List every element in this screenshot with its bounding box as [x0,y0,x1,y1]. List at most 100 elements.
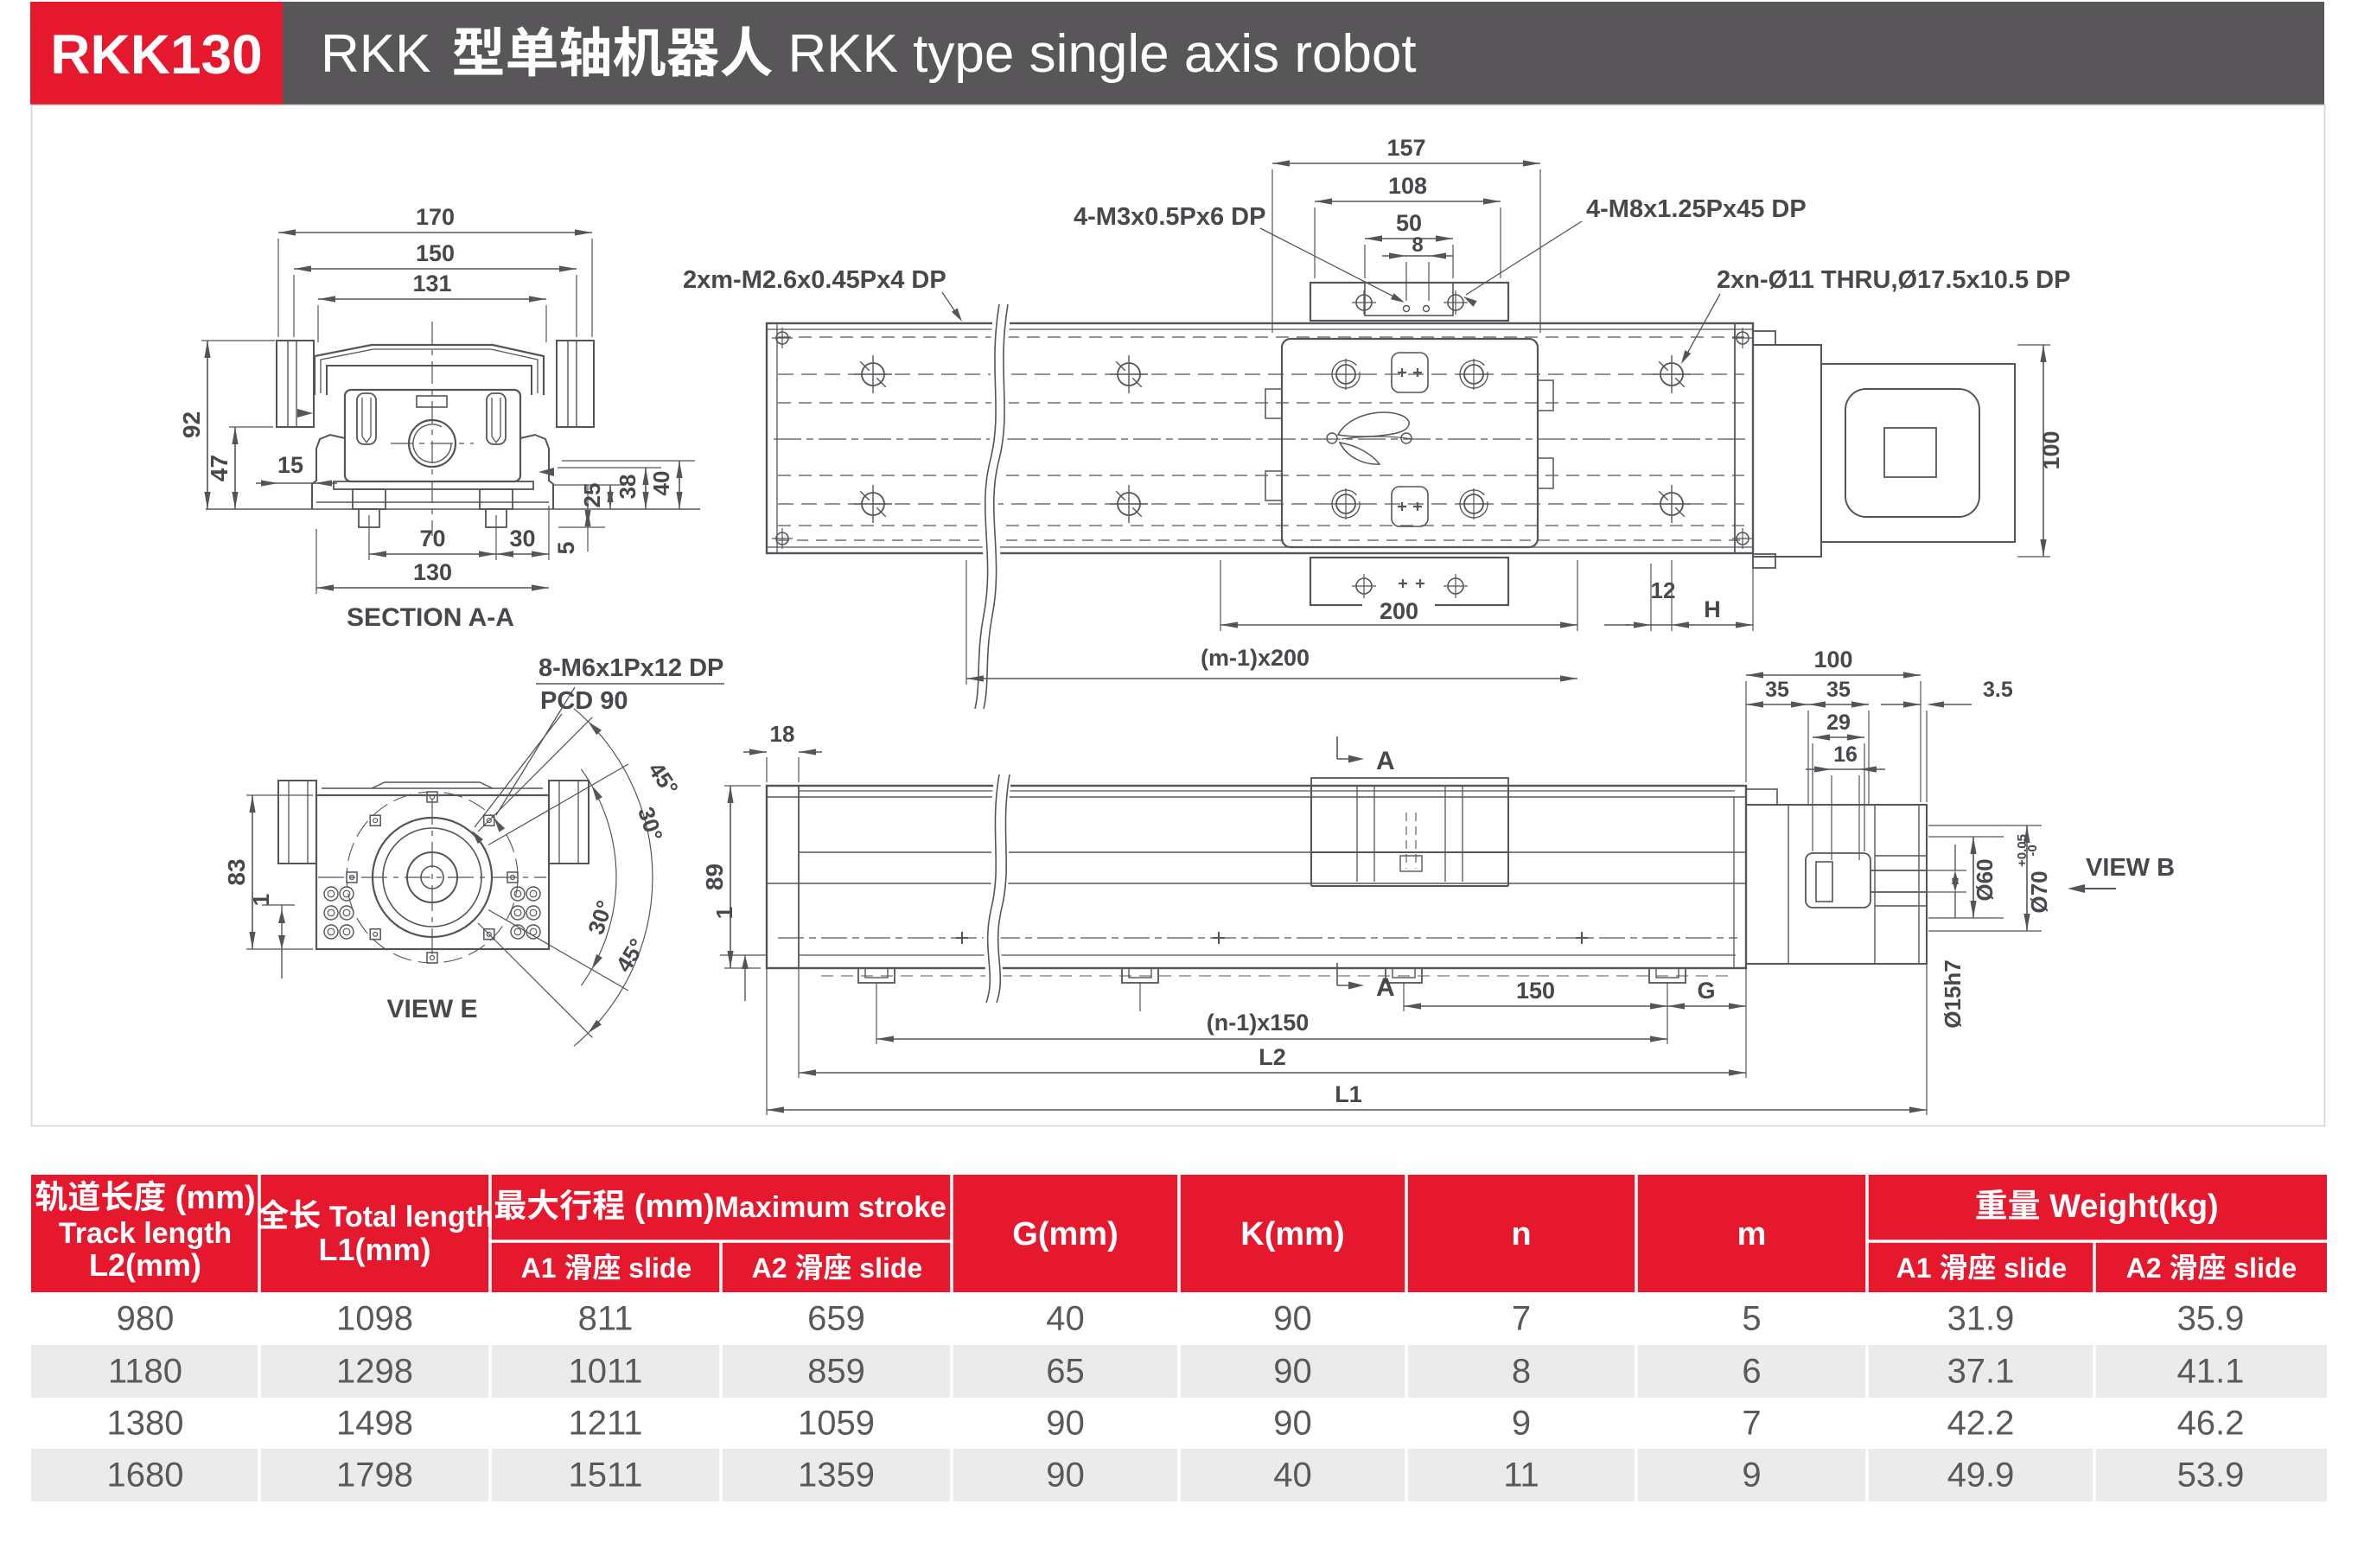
svg-text:G: G [1697,978,1715,1004]
svg-text:90: 90 [1273,1353,1312,1391]
svg-text:L1(mm): L1(mm) [319,1232,431,1267]
svg-text:A1: A1 [1896,1252,1932,1284]
svg-text:1298: 1298 [336,1353,413,1391]
svg-text:G(mm): G(mm) [1012,1216,1118,1252]
svg-text:(mm): (mm) [175,1180,256,1216]
svg-text:Total length: Total length [329,1201,494,1233]
svg-text:Weight(kg): Weight(kg) [2049,1189,2219,1225]
svg-text:100: 100 [2038,430,2064,469]
svg-text:A2: A2 [752,1252,787,1284]
svg-text:1059: 1059 [798,1405,875,1443]
svg-text:H: H [1704,596,1721,622]
svg-text:30°: 30° [583,897,618,938]
svg-text:9: 9 [1512,1405,1531,1443]
svg-text:157: 157 [1386,135,1425,161]
svg-text:46.2: 46.2 [2177,1405,2245,1443]
svg-text:1: 1 [711,907,737,919]
svg-text:18: 18 [770,721,795,747]
svg-text:7: 7 [1512,1300,1531,1338]
svg-text:170: 170 [416,204,455,230]
svg-text:108: 108 [1388,173,1427,199]
svg-text:RKK: RKK [321,24,430,84]
svg-text:RKK type single axis robot: RKK type single axis robot [788,24,1417,84]
svg-text:16: 16 [1833,743,1858,767]
svg-text:8: 8 [1412,233,1423,257]
svg-text:47: 47 [206,455,233,481]
svg-text:42.2: 42.2 [1947,1405,2015,1443]
svg-text:m: m [1737,1216,1767,1252]
svg-text:65: 65 [1046,1353,1085,1391]
svg-text:-0: -0 [2025,845,2040,856]
svg-text:5: 5 [553,541,579,554]
svg-text:90: 90 [1273,1300,1312,1338]
svg-text:Ø60: Ø60 [1972,858,1998,901]
svg-text:29: 29 [1826,711,1851,735]
svg-text:6: 6 [1742,1353,1761,1391]
svg-text:1380: 1380 [107,1405,184,1443]
svg-text:VIEW E: VIEW E [386,995,477,1023]
svg-text:3.5: 3.5 [1983,678,2013,702]
svg-text:7: 7 [1742,1405,1761,1443]
svg-text:slide: slide [628,1252,691,1284]
svg-text:A: A [1376,973,1395,1002]
svg-text:45°: 45° [643,757,684,800]
svg-text:1511: 1511 [568,1456,642,1495]
svg-text:1498: 1498 [336,1405,413,1443]
svg-text:n: n [1511,1216,1531,1252]
svg-text:(n-1)x150: (n-1)x150 [1207,1010,1310,1036]
svg-text:859: 859 [807,1353,865,1391]
svg-text:L2(mm): L2(mm) [89,1247,201,1283]
svg-text:811: 811 [578,1300,634,1338]
svg-text:SECTION A-A: SECTION A-A [347,603,514,632]
svg-text:A: A [1376,747,1395,775]
svg-text:1011: 1011 [568,1353,642,1391]
svg-text:2xm-M2.6x0.45Px4 DP: 2xm-M2.6x0.45Px4 DP [683,266,946,294]
svg-text:2xn-Ø11 THRU,Ø17.5x10.5 DP: 2xn-Ø11 THRU,Ø17.5x10.5 DP [1717,266,2070,294]
svg-text:130: 130 [413,559,452,585]
svg-text:40: 40 [1273,1456,1312,1495]
svg-text:slide: slide [2004,1252,2067,1284]
svg-text:VIEW B: VIEW B [2086,854,2175,882]
svg-text:30: 30 [509,526,535,551]
svg-text:92: 92 [178,411,205,438]
svg-text:+0.05: +0.05 [2015,834,2030,867]
svg-text:PCD 90: PCD 90 [540,687,628,715]
svg-text:A2: A2 [2126,1252,2162,1284]
svg-text:31.9: 31.9 [1947,1300,2015,1338]
svg-text:slide: slide [2234,1252,2297,1284]
svg-text:90: 90 [1046,1456,1085,1495]
svg-text:11: 11 [1503,1456,1539,1495]
svg-text:41.1: 41.1 [2177,1353,2245,1391]
svg-text:45°: 45° [610,934,650,977]
svg-text:150: 150 [1516,978,1555,1004]
svg-text:slide: slide [859,1252,922,1284]
svg-text:5: 5 [1742,1300,1761,1338]
svg-text:L2: L2 [1259,1044,1286,1070]
svg-text:90: 90 [1046,1405,1085,1443]
svg-text:Track length: Track length [59,1217,232,1250]
svg-text:9: 9 [1742,1456,1761,1495]
svg-text:40: 40 [648,471,674,496]
svg-text:200: 200 [1380,598,1418,624]
svg-text:35.9: 35.9 [2177,1300,2245,1338]
svg-text:53.9: 53.9 [2177,1456,2245,1495]
svg-text:Maximum stroke: Maximum stroke [715,1191,946,1224]
svg-text:90: 90 [1273,1405,1312,1443]
svg-text:1: 1 [248,894,274,906]
svg-text:659: 659 [807,1300,865,1338]
svg-text:A1: A1 [521,1252,557,1284]
svg-text:15: 15 [277,452,303,478]
svg-text:38: 38 [615,475,640,500]
svg-text:K(mm): K(mm) [1240,1216,1344,1252]
svg-text:1211: 1211 [568,1405,642,1443]
svg-text:8-M6x1Px12 DP: 8-M6x1Px12 DP [539,654,723,682]
svg-text:50: 50 [1396,210,1422,236]
svg-text:(m-1)x200: (m-1)x200 [1201,645,1310,671]
svg-text:40: 40 [1046,1300,1085,1338]
svg-text:49.9: 49.9 [1947,1456,2015,1495]
svg-text:RKK130: RKK130 [50,23,262,86]
svg-text:Ø15h7: Ø15h7 [1940,959,1966,1029]
svg-text:1098: 1098 [336,1300,413,1338]
svg-text:8: 8 [1512,1353,1531,1391]
svg-text:25: 25 [579,483,605,508]
